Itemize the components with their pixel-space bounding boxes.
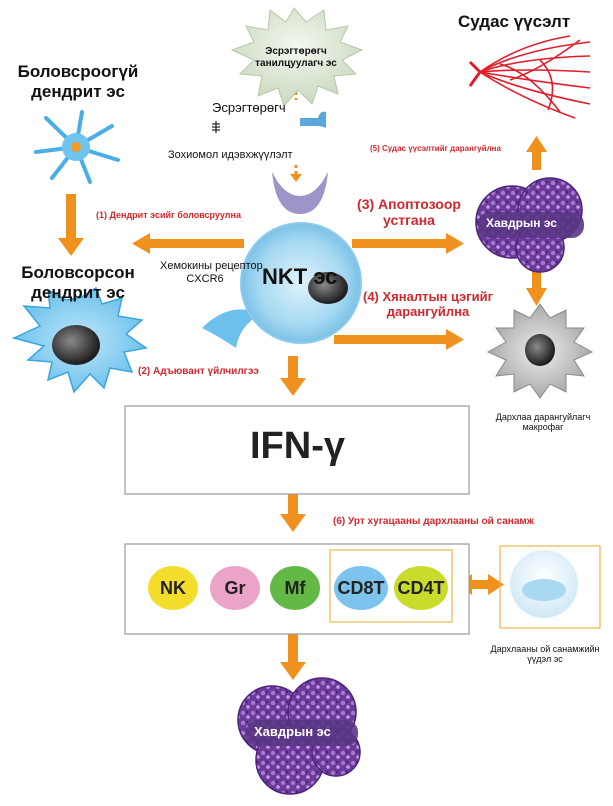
arrow-dc-maturation [58, 194, 84, 256]
arrow-tumor-to-macrophage [526, 268, 547, 306]
immunosuppressive-macrophage [486, 303, 594, 399]
step5-label: (5) Судас үүсэлтийг дарангуйлна [370, 144, 501, 153]
cell-pill-mf: Mf [270, 566, 320, 610]
step3-label: (3) Апоптозоор устгана [357, 196, 461, 229]
arrow-ifn-to-cells [280, 494, 306, 532]
tumor-cell-right [475, 177, 584, 273]
step6-label: (6) Урт хугацааны дархлааны ой санамж [333, 516, 534, 527]
arrow-nkt-to-ifn [280, 356, 306, 396]
label-antigen-presenting-cell: Эсрэгтөрөгч танилцуулагч эс [255, 46, 337, 69]
label-mature-dc: Боловсорсон дендрит эс [21, 263, 135, 302]
ifn-gamma-box [124, 405, 470, 495]
label-immature-dc: Боловсроогүй дендрит эс [17, 62, 139, 101]
memory-stem-cell [499, 545, 601, 629]
label-tumor-cell-bottom: Хавдрын эс [254, 724, 331, 739]
cell-pill-cd4t: CD4T [394, 566, 448, 610]
tumor-cell-bottom [237, 677, 361, 795]
label-ifn-gamma: IFN-γ [250, 425, 345, 467]
label-antigen: Эсрэгтөрөгч [212, 100, 286, 115]
arrow-nkt-to-tumor [352, 233, 464, 254]
label-memory-cell: Дархлааны ой санамжийн үүдэл эс [490, 644, 600, 665]
immature-dendritic-cell [34, 110, 120, 184]
cell-pill-cd8t: CD8T [334, 566, 388, 610]
label-immunosuppressive-macrophage: Дархлаа дарангуйлагч макрофаг [495, 412, 591, 433]
arrow-cells-to-tumor [280, 634, 306, 680]
nkt-cell [202, 172, 362, 348]
label-structure-complex: Зохиомол идэвхжүүлэлт [168, 149, 293, 161]
cell-pill-nk: NK [148, 566, 198, 610]
mature-dendritic-cell [11, 286, 148, 394]
step2-label: (2) Адъювант үйлчилгээ [138, 366, 259, 377]
blood-vessel-angiogenesis [468, 35, 591, 119]
arrow-tumor-to-angiogenesis [526, 136, 547, 170]
antigen-presenting-cell [230, 7, 364, 107]
label-tumor-cell-right: Хавдрын эс [486, 216, 557, 230]
arrow-nkt-to-macrophage [334, 329, 464, 350]
t-cell-subgroup-box [329, 549, 453, 623]
label-nkt-cell: NKT эс [262, 264, 338, 289]
antigen-glycolipid-icon [212, 121, 220, 133]
arrow-antigen-to-nkt [290, 80, 302, 182]
step4-label: (4) Хяналтын цэгийг дарангуйлна [362, 289, 493, 319]
cell-pill-gr: Gr [210, 566, 260, 610]
label-chemokine-receptor: Хемокины рецептор CXCR6 [160, 260, 263, 285]
step1-label: (1) Дендрит эсийг боловсруулна [96, 210, 241, 220]
arrow-nkt-to-dc [132, 233, 244, 254]
label-angiogenesis: Судас үүсэлт [458, 12, 571, 31]
antigen-receptor [300, 111, 326, 128]
